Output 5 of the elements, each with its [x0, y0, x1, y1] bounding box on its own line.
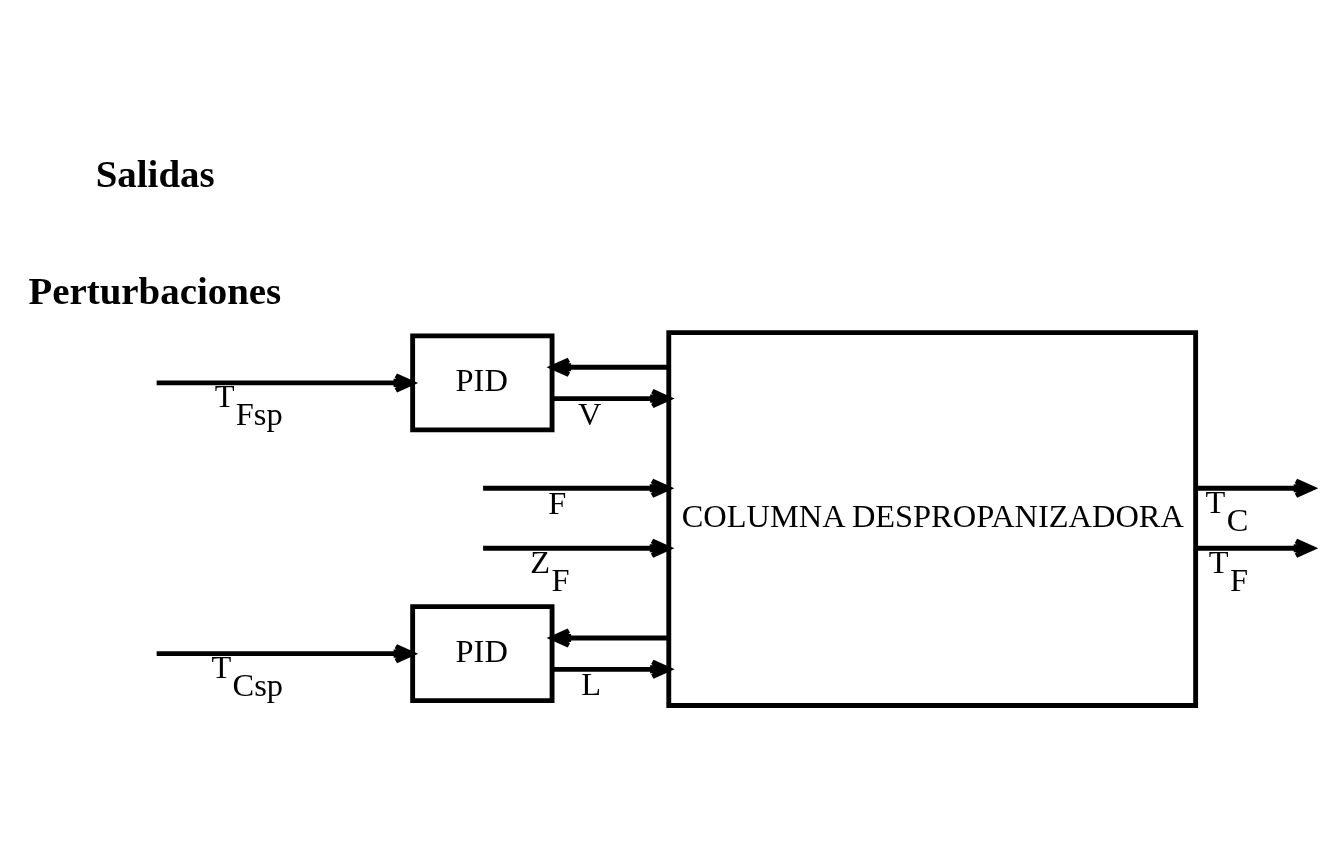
- edge-label: F: [548, 485, 567, 522]
- edge-label: L: [581, 666, 602, 703]
- edge-label: V: [578, 395, 602, 432]
- label: Perturbaciones: [28, 268, 282, 312]
- label: Salidas: [95, 152, 215, 196]
